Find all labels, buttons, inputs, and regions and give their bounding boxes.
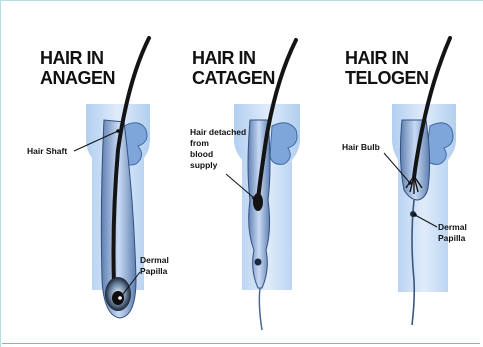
panel-anagen: HAIR IN ANAGEN Hair Shaft Dermal Papilla	[27, 38, 169, 318]
anagen-dermal-papilla	[112, 291, 124, 305]
telogen-leader-papilla-dot	[413, 213, 417, 217]
catagen-label-line3: blood	[190, 149, 213, 159]
telogen-label-papilla-line1: Dermal	[438, 222, 467, 232]
anagen-label-papilla-line1: Dermal	[140, 255, 169, 265]
telogen-label-hair-bulb: Hair Bulb	[342, 142, 380, 152]
panel-catagen: HAIR IN CATAGEN Hair detached from blood…	[190, 40, 300, 330]
telogen-title-line1: HAIR IN	[345, 48, 409, 68]
anagen-leader-shaft-dot	[116, 129, 120, 133]
catagen-label-line4: supply	[190, 160, 218, 170]
catagen-epithelial-strand	[259, 288, 262, 330]
telogen-title-line2: TELOGEN	[345, 68, 429, 88]
panel-telogen: HAIR IN TELOGEN Hair Bulb Dermal Papilla	[342, 38, 467, 325]
telogen-label-papilla-line2: Papilla	[438, 233, 466, 243]
catagen-papilla-remnant	[255, 259, 262, 266]
catagen-leader-dot	[252, 196, 256, 200]
catagen-title-line2: CATAGEN	[192, 68, 275, 88]
catagen-title-line1: HAIR IN	[192, 48, 256, 68]
catagen-club-end	[253, 193, 263, 211]
anagen-leader-papilla-dot	[118, 296, 122, 300]
catagen-label-line1: Hair detached	[190, 127, 246, 137]
anagen-title-line2: ANAGEN	[40, 68, 115, 88]
telogen-leader-bulb-dot	[408, 181, 412, 185]
anagen-label-hair-shaft: Hair Shaft	[27, 146, 67, 156]
anagen-title-line1: HAIR IN	[40, 48, 104, 68]
anagen-label-papilla-line2: Papilla	[140, 266, 168, 276]
catagen-label-line2: from	[190, 138, 209, 148]
